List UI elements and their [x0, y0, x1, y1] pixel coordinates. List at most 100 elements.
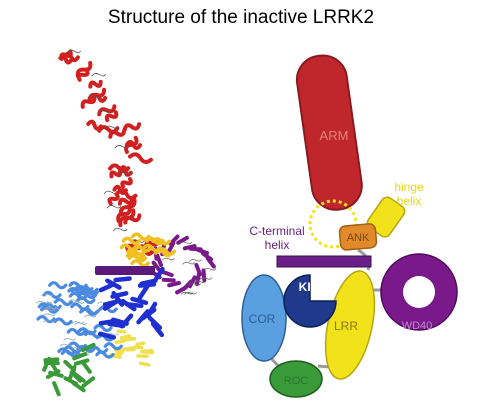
cor-domain	[241, 274, 287, 362]
wd40-loop	[193, 280, 207, 284]
cor-loop	[41, 293, 54, 297]
cor-loop	[83, 314, 97, 318]
kin-strand	[102, 299, 120, 311]
kin-domain	[283, 274, 337, 328]
arm-helix	[88, 79, 103, 89]
kin-strand	[113, 276, 132, 283]
cor-helix	[53, 317, 73, 326]
arm-helix	[108, 128, 127, 139]
lrr-label: LRR	[334, 319, 358, 333]
cor-loop	[59, 343, 73, 347]
cor-loop	[43, 319, 56, 323]
arm-label: ARM	[320, 128, 349, 143]
arm-loop	[116, 171, 132, 175]
arm-loop	[104, 125, 120, 130]
wd40-strand	[194, 272, 201, 287]
wd40-strand	[160, 269, 174, 278]
kin-strand	[120, 298, 137, 312]
lrr-strand	[132, 345, 144, 350]
arm-helix	[109, 169, 123, 179]
arm-loop	[91, 73, 107, 77]
lrr-strand	[138, 361, 151, 367]
lrr-strand	[135, 341, 146, 347]
arm-helix	[116, 205, 132, 224]
lrr-strand	[119, 334, 132, 340]
cor-helix	[103, 342, 123, 351]
ank-helix	[132, 244, 152, 253]
hinge-label-line1: hinge	[394, 180, 424, 194]
arm-loop	[98, 109, 113, 114]
roc-strand	[71, 381, 86, 393]
roc-strand	[52, 381, 61, 397]
arm-helix	[117, 196, 135, 206]
cor-helix	[95, 350, 115, 359]
wd40-strand	[205, 256, 216, 269]
hinge-label-line2: helix	[397, 194, 422, 208]
ank-helix	[121, 236, 142, 246]
ank-helix	[130, 259, 150, 268]
cor-helix	[53, 297, 73, 307]
cor-loop	[46, 307, 60, 310]
roc-strand	[72, 351, 88, 361]
cor-loop	[42, 313, 56, 317]
arm-loop	[66, 49, 82, 54]
wd40-loop	[188, 283, 201, 286]
hinge-loop-dotted	[308, 199, 358, 249]
wd40-hole	[403, 276, 435, 308]
cor-helix	[57, 347, 77, 356]
wd40-strand	[168, 234, 180, 246]
wd40-loop	[182, 261, 195, 265]
kin-strand	[97, 331, 116, 340]
ank-helix	[151, 237, 171, 246]
roc-strand	[73, 358, 90, 366]
arm-helix	[124, 135, 139, 154]
cor-loop	[39, 301, 52, 305]
cor-helix	[93, 323, 113, 333]
arm-helix	[104, 110, 119, 123]
wd40-strand	[175, 285, 188, 295]
arm-helix	[128, 152, 153, 164]
domain-schematic: ARM ANK hinge helix C-terminal helix WD4…	[241, 54, 458, 398]
kin-strand	[119, 313, 134, 329]
wd40-strand	[167, 281, 181, 288]
arm-helix	[107, 192, 120, 206]
lrr-strand	[124, 336, 137, 342]
ribbon-cor-region	[35, 281, 123, 359]
c-terminal-label-line2: helix	[265, 238, 290, 252]
roc-domain	[269, 360, 323, 398]
arm-helix	[75, 61, 93, 79]
kin-strand	[152, 266, 165, 284]
lrr-strand	[114, 339, 126, 345]
wd40-loop	[184, 291, 197, 295]
ribbon-arm-region	[58, 49, 160, 256]
cor-helix	[84, 330, 104, 339]
lrr-strand	[141, 348, 154, 354]
cor-loop	[71, 301, 85, 305]
arm-loop	[114, 145, 130, 149]
kin-strand	[111, 290, 125, 307]
wd40-strand	[176, 235, 189, 245]
kin-strand	[150, 321, 165, 338]
cor-loop	[41, 308, 55, 312]
ribbon-c-terminal-helix	[95, 266, 155, 275]
arm-helix	[76, 67, 90, 82]
roc-strand	[63, 359, 76, 373]
ank-helix	[127, 253, 148, 263]
kin-strand	[136, 309, 150, 325]
roc-strand	[81, 376, 96, 388]
cor-helix	[76, 295, 96, 305]
c-terminal-label-line1: C-terminal	[249, 224, 304, 238]
wd40-loop	[180, 291, 194, 295]
arm-helix	[120, 177, 133, 189]
wd40-strand	[161, 277, 176, 283]
wd40-loop	[179, 241, 193, 245]
arm-helix	[123, 213, 142, 225]
ank-helix	[130, 232, 151, 241]
arm-helix	[122, 122, 142, 132]
roc-strand	[69, 370, 83, 383]
cor-helix	[80, 306, 100, 316]
arm-loop	[106, 205, 122, 209]
cor-loop	[71, 321, 85, 325]
roc-strand	[49, 360, 60, 375]
roc-strand	[80, 360, 92, 374]
